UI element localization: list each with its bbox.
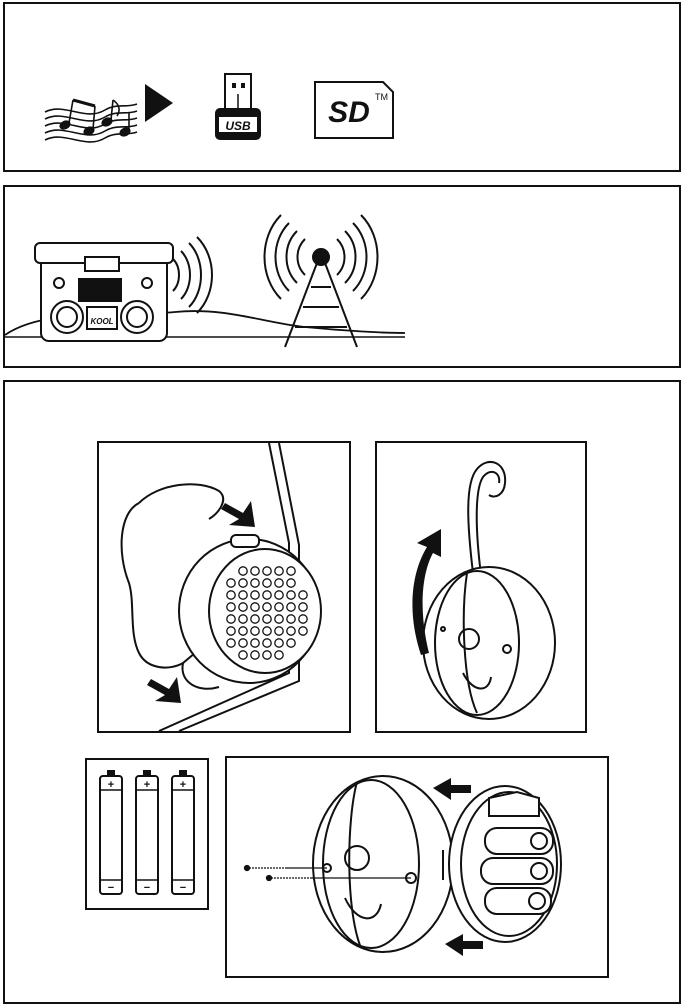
led-dot	[263, 567, 271, 575]
led-dot	[251, 603, 259, 611]
battery-compartment-figure	[225, 756, 609, 978]
led-dot	[275, 651, 283, 659]
usb-drive-icon: USB	[215, 74, 261, 140]
led-dot	[251, 651, 259, 659]
media-sources-panel: USB SD TM	[3, 2, 681, 172]
battery-plus-1: +	[108, 779, 114, 791]
led-dot	[227, 603, 235, 611]
led-dot	[287, 603, 295, 611]
led-dot	[299, 627, 307, 635]
led-dot	[239, 639, 247, 647]
led-dot	[275, 639, 283, 647]
led-dot	[263, 591, 271, 599]
led-dot	[299, 591, 307, 599]
led-dot	[275, 591, 283, 599]
led-dot	[275, 615, 283, 623]
led-dot	[227, 591, 235, 599]
radio-panel: KOOL	[3, 185, 681, 368]
radio-waves-icon	[173, 237, 212, 313]
led-dot	[275, 627, 283, 635]
arrow-icon	[433, 778, 471, 800]
hook-rotate-figure	[375, 441, 587, 733]
led-dot	[275, 579, 283, 587]
battery-icon: + −	[136, 770, 158, 894]
device-brand-label: KOOL	[90, 317, 113, 326]
battery-minus-3: −	[180, 882, 186, 894]
speaker-cooler-icon: KOOL	[35, 243, 173, 341]
led-dot	[227, 579, 235, 587]
led-dot	[263, 579, 271, 587]
light-assembly-panel: + − + − + −	[3, 380, 681, 1004]
battery-minus-1: −	[108, 882, 114, 894]
led-dot	[239, 627, 247, 635]
led-dot	[299, 603, 307, 611]
arrow-icon	[147, 677, 181, 703]
battery-icon: + −	[100, 770, 122, 894]
batteries-figure: + − + − + −	[85, 758, 209, 910]
led-dot	[239, 651, 247, 659]
led-dot	[251, 591, 259, 599]
battery-icon: + −	[172, 770, 194, 894]
led-dot	[239, 615, 247, 623]
led-dot	[263, 603, 271, 611]
battery-plus-2: +	[144, 779, 150, 791]
led-dot	[287, 639, 295, 647]
led-dot	[239, 591, 247, 599]
led-dot	[251, 627, 259, 635]
led-dot	[263, 639, 271, 647]
led-dot	[251, 567, 259, 575]
led-dot	[251, 639, 259, 647]
led-dot	[287, 579, 295, 587]
led-dot	[239, 579, 247, 587]
led-dot	[263, 651, 271, 659]
battery-plus-3: +	[180, 779, 186, 791]
battery-minus-2: −	[144, 882, 150, 894]
led-dot	[263, 627, 271, 635]
arrow-icon	[445, 934, 483, 956]
led-dot	[227, 627, 235, 635]
radio-tower-icon	[265, 215, 378, 347]
led-dot	[251, 579, 259, 587]
usb-label: USB	[225, 119, 251, 133]
led-dot	[287, 627, 295, 635]
arrow-icon	[221, 501, 255, 527]
sd-label: SD	[328, 96, 370, 129]
led-dot	[275, 567, 283, 575]
led-dot	[287, 567, 295, 575]
sd-card-icon: SD TM	[315, 82, 393, 138]
led-dot	[287, 591, 295, 599]
led-dot	[275, 603, 283, 611]
led-dot	[239, 567, 247, 575]
music-notes-icon	[45, 100, 137, 142]
led-dot	[287, 615, 295, 623]
led-dot	[299, 615, 307, 623]
led-dot	[227, 615, 235, 623]
light-mount-figure	[97, 441, 351, 733]
play-icon	[145, 84, 173, 122]
led-dot	[227, 639, 235, 647]
led-dot	[239, 603, 247, 611]
trademark-label: TM	[375, 92, 388, 102]
led-dot	[251, 615, 259, 623]
led-dot	[263, 615, 271, 623]
